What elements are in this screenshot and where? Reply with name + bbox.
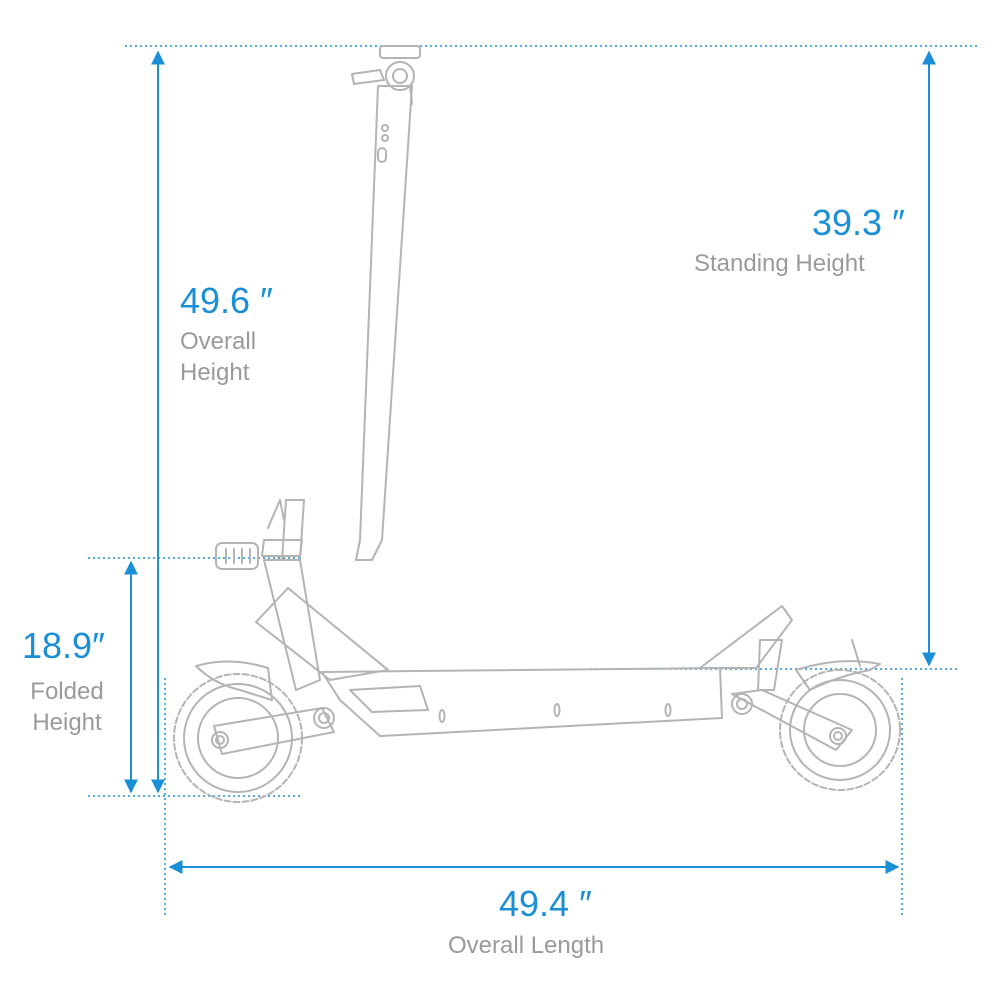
display-icon <box>379 45 421 59</box>
scooter-illustration <box>173 45 901 803</box>
overall-height-value: 49.6 ″ <box>180 280 273 321</box>
stem <box>355 85 413 561</box>
front-wheel <box>779 669 901 791</box>
standing-height-value: 39.3 ″ <box>812 202 905 243</box>
folded-height-label-line1: Folded <box>30 678 104 705</box>
rear-fender <box>195 660 273 701</box>
reference-lines <box>88 45 978 918</box>
deck <box>321 667 723 737</box>
folding-clamp <box>261 539 303 557</box>
overall-height-label-line2: Height <box>180 359 250 387</box>
overall-length-value: 49.4 ″ <box>499 883 592 924</box>
folded-height-label-line2: Height <box>32 709 102 737</box>
overall-height-label-line1: Overall <box>180 328 257 355</box>
rear-wheel <box>173 673 303 803</box>
overall-height-label: Overall Height <box>180 326 256 388</box>
folded-height-value: 18.9″ <box>22 625 105 666</box>
overall-length-label: Overall Length <box>448 932 605 959</box>
rear-light-icon <box>215 542 259 570</box>
handlebar-grip-icon <box>351 69 385 85</box>
dimension-arrows <box>124 50 936 874</box>
folded-height-label: Folded Height <box>20 676 114 738</box>
front-fender <box>795 660 881 691</box>
standing-height-label: Standing Height <box>694 250 865 277</box>
